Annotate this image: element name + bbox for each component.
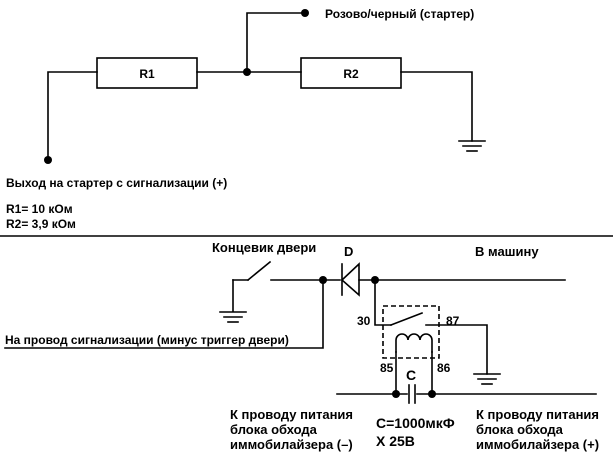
r1-label: R1 bbox=[139, 67, 155, 81]
relay-contact-icon bbox=[389, 311, 424, 327]
relay-30-wire bbox=[374, 279, 392, 326]
resistor-r1 bbox=[96, 57, 198, 89]
relay-coil-icon bbox=[395, 333, 433, 353]
relay-87-ground-icon bbox=[473, 373, 501, 385]
pink-black-label: Розово/черный (стартер) bbox=[325, 7, 474, 21]
resistor-r2 bbox=[300, 57, 402, 89]
diode-label: D bbox=[344, 244, 353, 259]
relay-pin-86: 86 bbox=[437, 361, 451, 375]
r2-ground-wire bbox=[400, 71, 473, 142]
starter-terminal bbox=[301, 9, 309, 17]
output-terminal bbox=[44, 156, 52, 164]
top-circuit: R1 Розово/черный (стартер) R2 Выход на с… bbox=[6, 7, 486, 231]
diode-icon bbox=[340, 262, 360, 297]
right-power-line2: блока обхода bbox=[476, 422, 564, 437]
r2-label: R2 bbox=[343, 67, 359, 81]
junction-node-85 bbox=[392, 390, 400, 398]
door-switch-label: Концевик двери bbox=[212, 240, 316, 255]
capacitor-value-line2: X 25B bbox=[376, 433, 415, 449]
bottom-circuit: Концевик двери D В машину На провод сигн… bbox=[4, 240, 599, 452]
capacitor-icon bbox=[408, 384, 416, 404]
junction-node-86 bbox=[428, 390, 436, 398]
to-car-label: В машину bbox=[475, 244, 539, 259]
switch-ground-icon bbox=[219, 311, 247, 323]
alarm-wire bbox=[4, 279, 324, 349]
r1-value: R1= 10 кОм bbox=[6, 202, 73, 216]
right-power-line1: К проводу питания bbox=[476, 407, 599, 422]
capacitor-label: C bbox=[406, 367, 416, 383]
relay-box bbox=[382, 305, 440, 359]
output-label: Выход на стартер с сигнализации (+) bbox=[6, 176, 227, 190]
output-wire bbox=[47, 71, 98, 161]
r2-value: R2= 3,9 кОм bbox=[6, 217, 76, 231]
left-power-line3: иммобилайзера (–) bbox=[230, 437, 353, 452]
right-power-line3: иммобилайзера (+) bbox=[476, 437, 599, 452]
relay-87-wire bbox=[425, 324, 488, 375]
capacitor-value-line1: C=1000мкФ bbox=[376, 415, 455, 431]
starter-wire bbox=[246, 12, 306, 73]
left-power-line1: К проводу питания bbox=[230, 407, 353, 422]
left-power-line2: блока обхода bbox=[230, 422, 318, 437]
door-switch-icon bbox=[232, 260, 272, 312]
relay-pin-30: 30 bbox=[357, 314, 371, 328]
relay-pin-87: 87 bbox=[446, 314, 460, 328]
ground-icon bbox=[458, 140, 486, 152]
alarm-wire-label: На провод сигнализации (минус триггер дв… bbox=[5, 333, 289, 347]
relay-pin-85: 85 bbox=[380, 361, 394, 375]
